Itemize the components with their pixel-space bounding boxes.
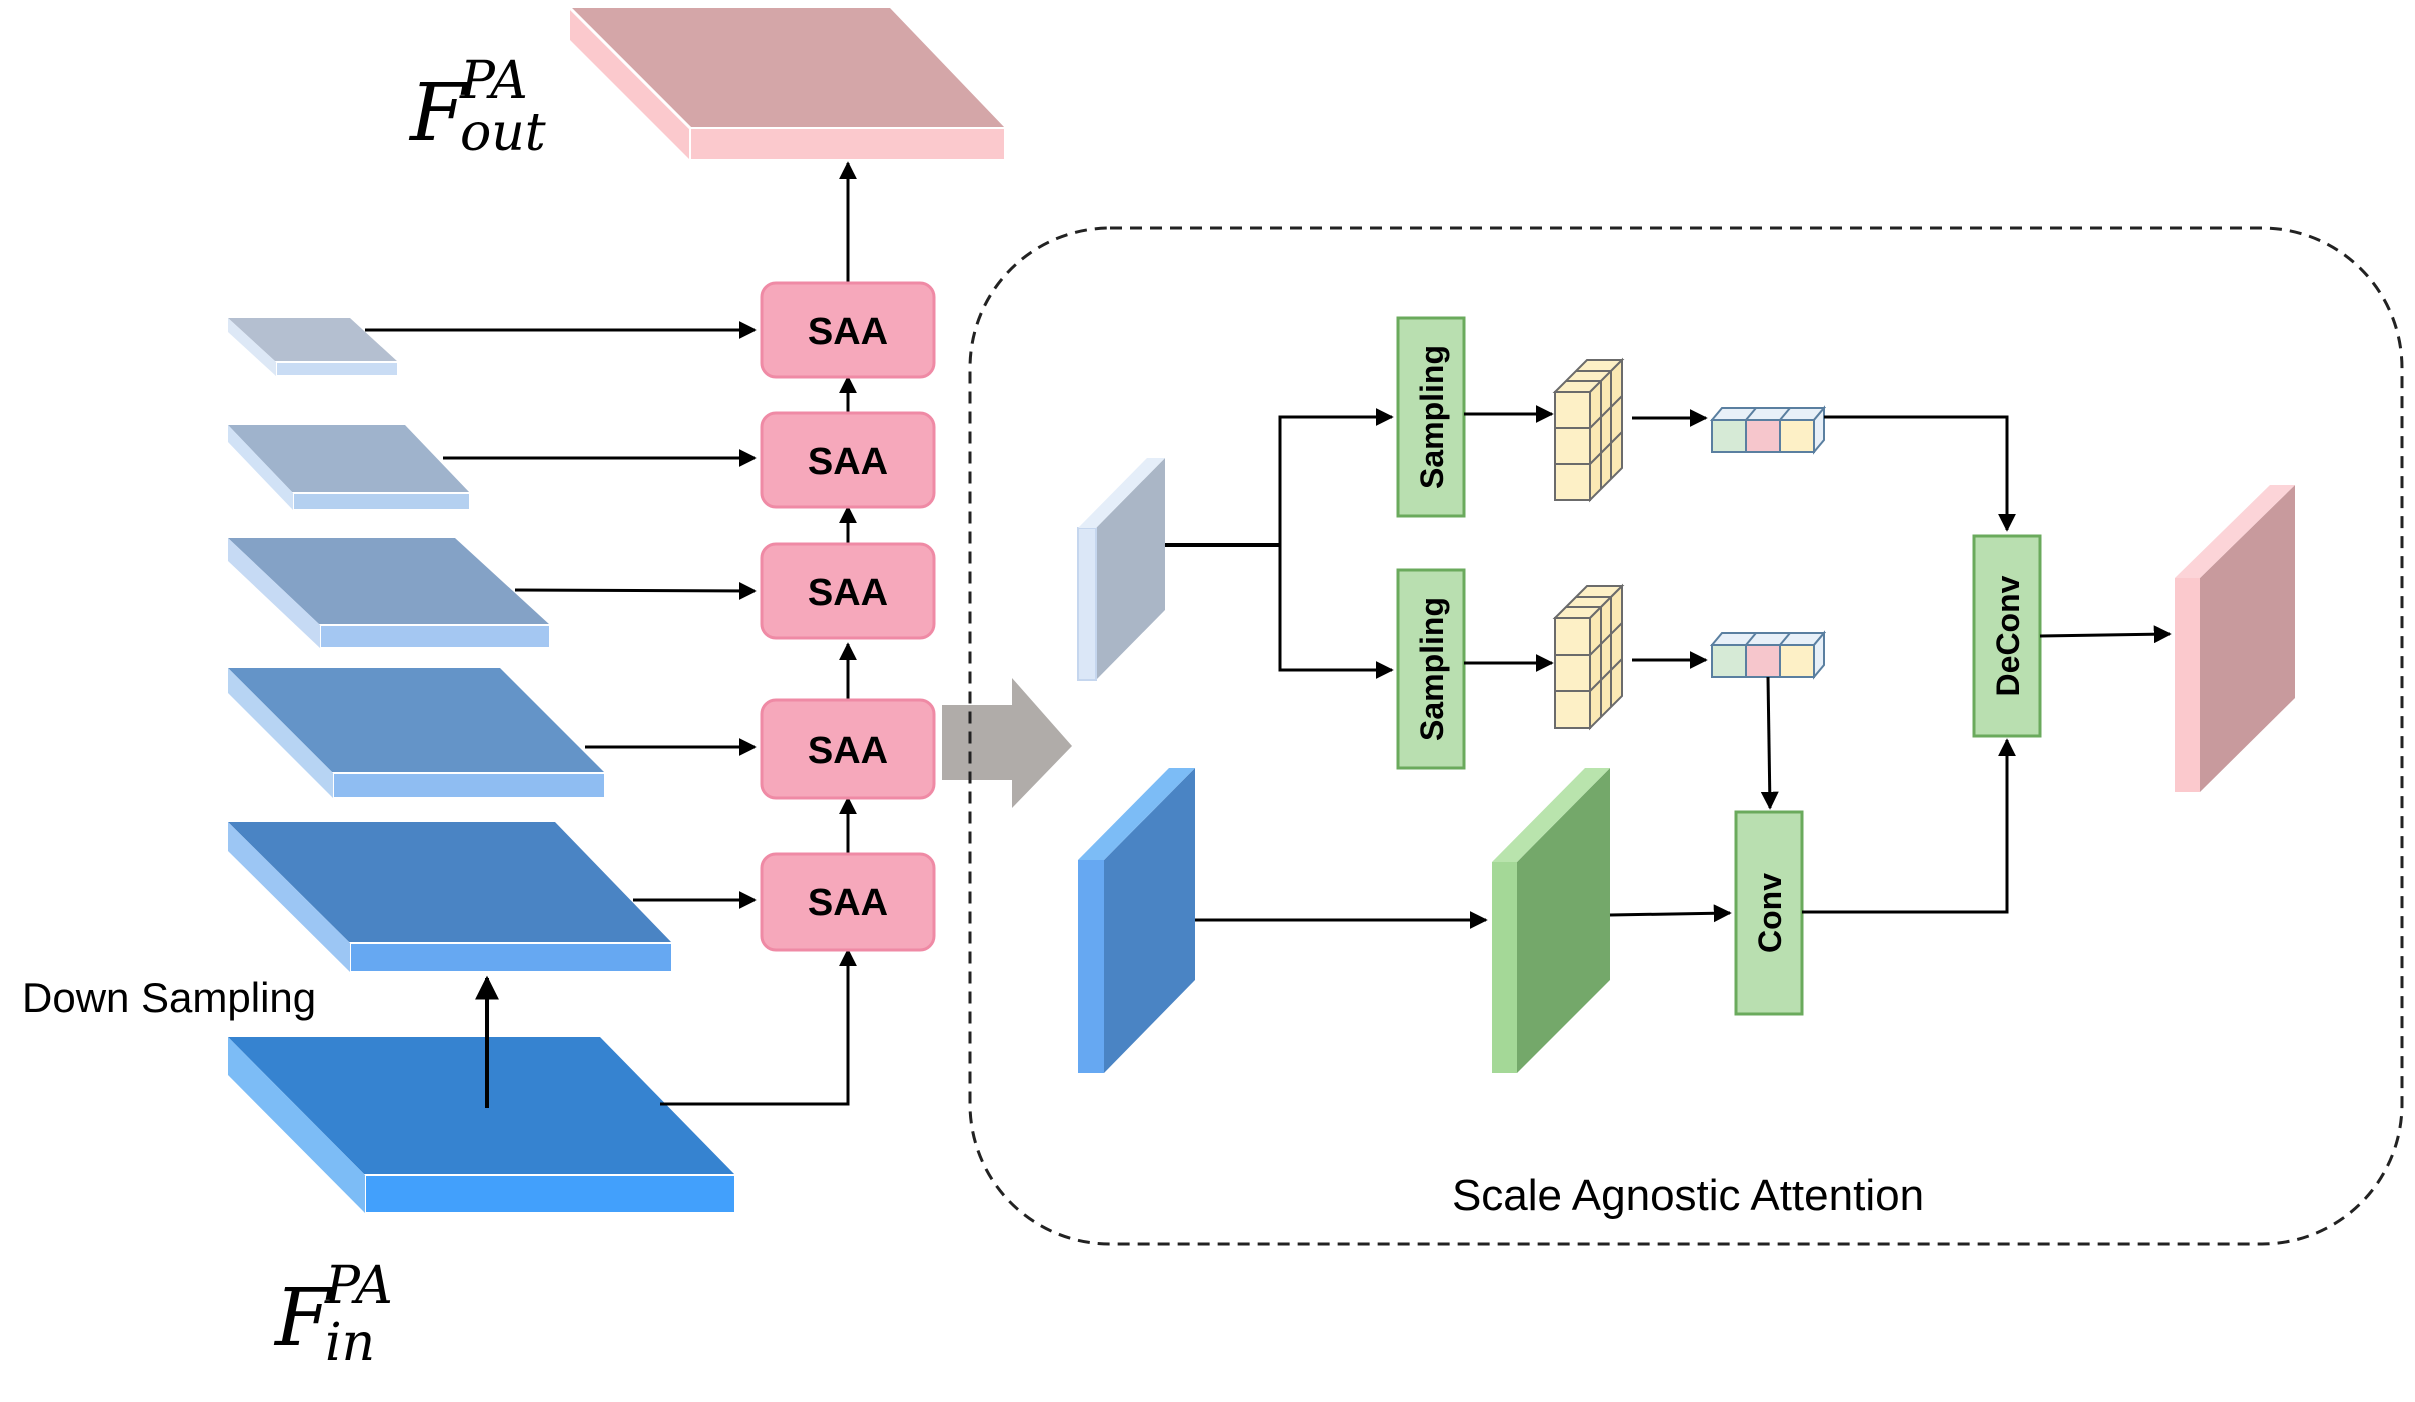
sampling-block-bottom: Sampling [1396,568,1466,770]
arrow-to-sampling-top [1278,408,1394,545]
saa-label: SAA [808,311,888,353]
pyramid-level-1 [228,318,399,377]
expand-arrow [942,678,1072,808]
deconv-label: DeConv [1990,575,2026,696]
conv-block: Conv [1734,810,1804,1016]
arrow-vector-bottom-to-conv [1760,676,1779,810]
pyramid-level-4 [228,668,606,799]
arrow-vector-top-to-deconv [1824,415,2016,532]
output-label-sub: out [460,103,546,163]
saa-block-2: SAA [760,411,936,509]
saa-detail-panel [968,226,2404,1246]
arrow-input-to-saa [660,948,857,1106]
sampled-cube-stack-top [1552,357,1625,503]
panel-output-feature [2175,485,2295,792]
sampling-label: Sampling [1414,597,1450,741]
arrow-conv-to-deconv [1802,738,2016,914]
pyramid-level-2 [228,425,471,511]
panel-title: Scale Agnostic Attention [1452,1171,1924,1220]
arrow-to-sampling-bottom [1278,545,1394,679]
output-label-sup: PA [459,51,528,111]
input-label-sup: PA [324,1256,393,1316]
input-feature-map [228,1037,736,1214]
output-label-main: F [408,66,468,159]
conv-label: Conv [1752,873,1788,953]
input-label-main: F [273,1271,333,1364]
input-label-sub: in [325,1313,375,1373]
arrow-level3-to-saa [514,581,757,600]
saa-block-4: SAA [760,698,936,800]
arrow-deconv-to-output [2039,625,2172,644]
saa-label: SAA [808,572,888,614]
panel-input-small-feature [1077,458,1165,681]
sampled-cube-stack-bottom [1552,583,1625,731]
saa-label: SAA [808,441,888,483]
output-feature-map [568,6,1006,161]
saa-block-3: SAA [760,542,936,640]
pyramid-level-5 [228,822,673,973]
saa-block-1: SAA [760,281,936,379]
saa-label: SAA [808,730,888,772]
panel-green-feature [1492,768,1610,1073]
deconv-block: DeConv [1972,534,2042,738]
saa-label: SAA [808,882,888,924]
sampling-block-top: Sampling [1396,316,1466,518]
saa-block-5: SAA [760,852,936,952]
panel-input-large-feature [1078,768,1195,1073]
arrow-green-to-conv [1609,904,1732,923]
pyramid-level-3 [228,538,551,649]
sampling-label: Sampling [1414,345,1450,489]
attention-vector-top [1709,405,1827,455]
attention-vector-bottom [1709,630,1827,680]
down-sampling-label: Down Sampling [22,974,316,1021]
